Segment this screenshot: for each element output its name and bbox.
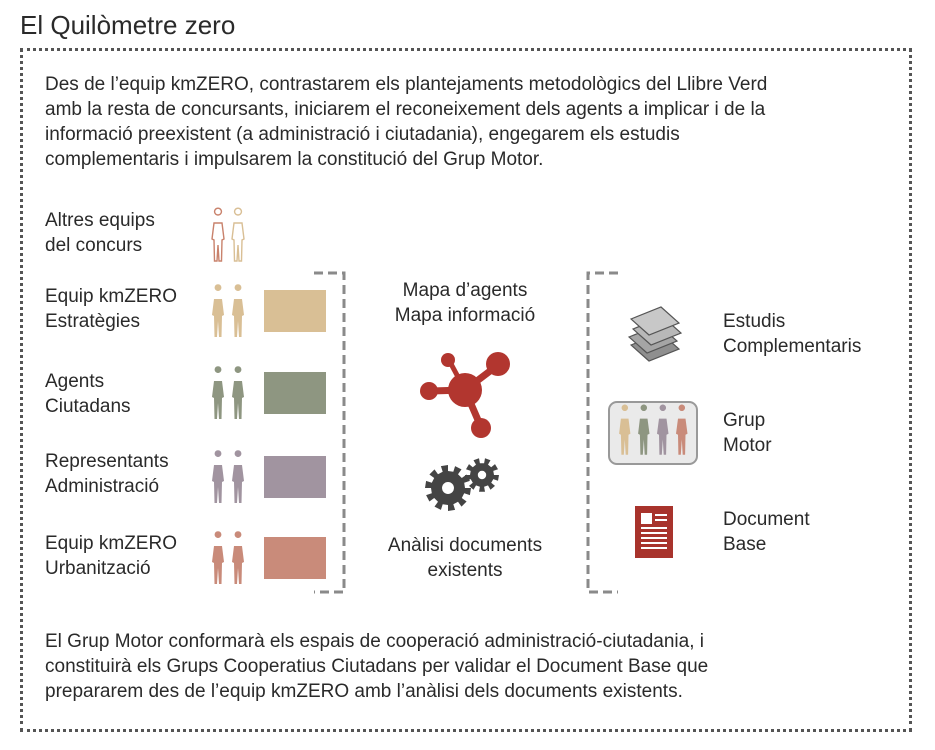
output-label-line: Document — [723, 509, 810, 530]
intro-paragraph: Des de l’equip kmZERO, contrastarem els … — [45, 72, 767, 172]
person-figure — [212, 450, 224, 503]
group-label-line: Ciutadans — [45, 396, 131, 417]
person-figure — [231, 207, 245, 262]
content-frame — [20, 48, 912, 732]
document-icon — [635, 506, 673, 558]
group-people-icon — [619, 404, 688, 455]
person-figure — [211, 207, 225, 262]
group-label-line: Altres equips — [45, 210, 155, 231]
left-bracket — [314, 271, 346, 594]
color-swatch-urbanitzacio — [264, 537, 326, 579]
output-label-line: Estudis — [723, 311, 786, 332]
output-label-estudis: Estudis Complementaris — [723, 309, 861, 359]
group-label-line: Urbanització — [45, 558, 151, 579]
people-icon — [212, 284, 244, 337]
right-bracket — [586, 271, 618, 594]
group-label-line: Equip kmZERO — [45, 533, 177, 554]
person-figure — [232, 531, 244, 584]
map-label: Mapa d’agents Mapa informació — [370, 278, 560, 328]
map-label-line: Mapa d’agents — [402, 280, 528, 301]
bracket-line — [314, 271, 346, 594]
color-swatch-ciutadans — [264, 372, 326, 414]
output-label-line: Grup — [723, 410, 766, 431]
person-figure — [212, 531, 224, 584]
output-label-line: Base — [723, 534, 767, 555]
page-title: El Quilòmetre zero — [20, 10, 236, 40]
output-label-document: Document Base — [723, 507, 810, 557]
people-icon — [212, 450, 244, 503]
people-icon — [211, 207, 245, 262]
output-label-line: Motor — [723, 435, 772, 456]
group-motor-box — [608, 401, 698, 465]
color-swatch-estrategies — [264, 290, 326, 332]
group-label-urbanitzacio: Equip kmZERO Urbanització — [45, 531, 177, 581]
group-label-line: Representants — [45, 451, 169, 472]
group-label-line: del concurs — [45, 235, 143, 256]
person-figure — [657, 404, 669, 455]
map-label-line: Mapa informació — [394, 305, 536, 326]
intro-line: Des de l’equip kmZERO, contrastarem els … — [45, 74, 768, 95]
outro-line: El Grup Motor conformarà els espais de c… — [45, 631, 704, 652]
stacked-documents-icon — [627, 306, 683, 362]
network-icon — [420, 352, 510, 438]
person-figure — [232, 366, 244, 419]
group-label-administracio: Representants Administració — [45, 449, 169, 499]
analysis-label: Anàlisi documents existents — [365, 533, 565, 583]
person-figure — [676, 404, 688, 455]
people-icon — [212, 366, 244, 419]
person-figure — [619, 404, 631, 455]
analysis-label-line: Anàlisi documents — [387, 535, 543, 556]
group-label-line: Equip kmZERO — [45, 286, 177, 307]
gear-hole — [442, 482, 454, 494]
outro-line: prepararem des de l’equip kmZERO amb l’a… — [45, 681, 683, 702]
group-label-line: Administració — [45, 476, 160, 497]
group-label-altres: Altres equips del concurs — [45, 208, 155, 258]
bracket-line — [586, 271, 618, 594]
outro-paragraph: El Grup Motor conformarà els espais de c… — [45, 629, 708, 704]
people-icon — [212, 531, 244, 584]
group-label-line: Estratègies — [45, 311, 141, 332]
outro-line: constituirà els Grups Cooperatius Ciutad… — [45, 656, 709, 677]
output-label-grup: Grup Motor — [723, 408, 772, 458]
group-label-ciutadans: Agents Ciutadans — [45, 369, 131, 419]
output-label-line: Complementaris — [723, 336, 862, 357]
group-label-estrategies: Equip kmZERO Estratègies — [45, 284, 177, 334]
analysis-label-line: existents — [427, 560, 503, 581]
color-swatch-administracio — [264, 456, 326, 498]
intro-line: informació preexistent (a administració … — [45, 124, 680, 145]
person-figure — [232, 284, 244, 337]
person-figure — [212, 284, 224, 337]
person-figure — [638, 404, 650, 455]
gear-hole — [477, 470, 487, 480]
group-label-line: Agents — [45, 371, 105, 392]
person-figure — [212, 366, 224, 419]
intro-line: complementaris i impulsarem la constituc… — [45, 149, 544, 170]
person-figure — [232, 450, 244, 503]
intro-line: amb la resta de concursants, iniciarem e… — [45, 99, 766, 120]
gears-icon — [425, 458, 499, 511]
